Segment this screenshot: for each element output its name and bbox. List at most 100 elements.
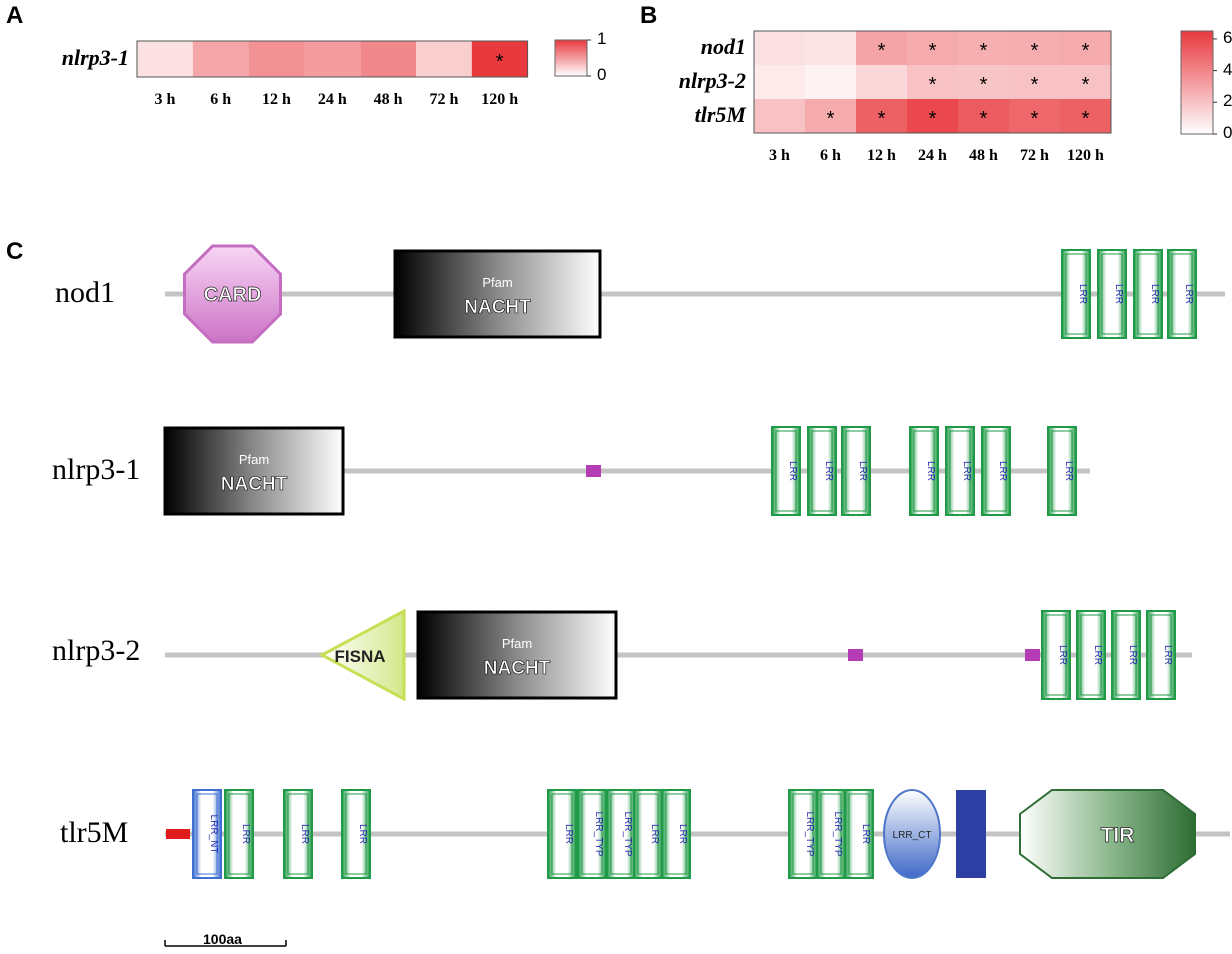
heatmap-row-label: nlrp3-1: [61, 45, 129, 70]
lrr-inner: [848, 793, 870, 875]
heatB-cell: [754, 31, 805, 65]
heatB-cell: [1060, 65, 1111, 99]
lrr-domain: LRR: [1133, 249, 1163, 339]
lrr-box: [1076, 610, 1106, 700]
lrr-box: [771, 426, 801, 516]
heatA-cell: [248, 41, 305, 77]
lrr-domain: LRR: [1097, 249, 1127, 339]
lrr-box: [1167, 249, 1197, 339]
heatB-border: [753, 30, 1112, 134]
lrr-label: LRR: [925, 461, 936, 481]
low-complexity-motif: [586, 465, 601, 477]
heatmap-column-tick: 6 h: [210, 91, 232, 108]
gene-name-label: nlrp3-2: [52, 634, 141, 667]
lrr-inner: [811, 430, 833, 512]
colorbar-tick-label: 2: [1223, 91, 1232, 111]
card-domain: CARD: [183, 244, 282, 344]
heatB-significance-star: *: [1082, 108, 1090, 130]
lrr-label: LRR: [997, 461, 1008, 481]
lrr-box: [341, 789, 371, 879]
lrr-box: [547, 789, 577, 879]
lrr-domain: LRR: [1167, 249, 1197, 339]
lrr-box: [1146, 610, 1176, 700]
heatmap-column-tick: 3 h: [769, 147, 790, 164]
pfam-label: Pfam: [239, 452, 269, 467]
lrr-label: LRR: [649, 824, 660, 844]
legend-b-colorbar: [1180, 30, 1214, 135]
heatmap-column-tick: 48 h: [969, 147, 998, 164]
heatmap-column-tick: 72 h: [429, 91, 459, 108]
colorbar-tick-label: 0: [1223, 123, 1232, 142]
heatB-cell: [907, 99, 958, 133]
lrr-inner: [792, 793, 814, 875]
lrr-domain: LRR: [1076, 610, 1106, 700]
lrr-inner: [610, 793, 632, 875]
lrr-domain: LRR_TYP: [788, 789, 818, 879]
heatA-significance-star: *: [496, 51, 504, 73]
heatB-cell: [1060, 99, 1111, 133]
heatmap-row-label: nlrp3-2: [678, 68, 746, 93]
heatB-cell: [1009, 31, 1060, 65]
lrr-label: LRR: [1162, 645, 1173, 665]
heatmap-column-tick: 72 h: [1020, 147, 1049, 164]
lrr-box: [909, 426, 939, 516]
lrr-inner: [551, 793, 573, 875]
heatB-significance-star: *: [980, 108, 988, 130]
lrr-label: LRR: [787, 461, 798, 481]
heatB-cell: [856, 31, 907, 65]
heatB-cell: [856, 65, 907, 99]
lrr-label: LRR: [1077, 284, 1088, 304]
lrr-inner: [1137, 253, 1159, 335]
scale-bar-label: 100aa: [203, 931, 242, 947]
lrr-box: [577, 789, 607, 879]
heatB-significance-star: *: [929, 40, 937, 62]
lrr-ct-domain: LRR_CT: [883, 789, 941, 879]
lrr-box: [1133, 249, 1163, 339]
panel-a-letter: A: [6, 2, 24, 29]
lrr-label: LRR: [1057, 645, 1068, 665]
heatB-cell: [856, 99, 907, 133]
heatB-cell: [805, 99, 856, 133]
heatB-cell: [907, 65, 958, 99]
lrr-domain: LRR: [1111, 610, 1141, 700]
heatB-significance-star: *: [980, 74, 988, 96]
low-complexity-motif: [1025, 649, 1040, 661]
tir-label: TIR: [1101, 824, 1135, 847]
lrr-label: LRR: [857, 461, 868, 481]
lrr-inner: [637, 793, 659, 875]
lrr-label: LRR: [1149, 284, 1160, 304]
heatmap-column-tick: 24 h: [918, 147, 947, 164]
fisna-domain: FISNA: [318, 608, 406, 702]
lrr-inner: [228, 793, 250, 875]
lrr-box: [224, 789, 254, 879]
heatB-significance-star: *: [1031, 74, 1039, 96]
lrr-box: [192, 789, 222, 879]
nacht-label: NACHT: [221, 474, 288, 495]
card-octagon: [183, 244, 282, 344]
heatB-cell: [1009, 65, 1060, 99]
lrr-label: LRR: [240, 824, 251, 844]
lrr-domain: LRR_TYP: [606, 789, 636, 879]
lrr-domain: LRR: [633, 789, 663, 879]
lrr-inner: [1150, 614, 1172, 696]
lrr-label: LRR: [1183, 284, 1194, 304]
heatmap-column-tick: 120 h: [1067, 147, 1104, 164]
lrr-inner: [196, 793, 218, 875]
heatB-cell: [958, 65, 1009, 99]
lrr-domain: LRR: [1041, 610, 1071, 700]
heatmap-column-tick: 24 h: [317, 91, 347, 108]
lrr-inner: [1101, 253, 1123, 335]
lrr-domain: LRR: [547, 789, 577, 879]
lrr-inner: [845, 430, 867, 512]
heatB-significance-star: *: [1031, 108, 1039, 130]
lrr-box: [841, 426, 871, 516]
colorbar-tick-label: 6: [1223, 27, 1232, 47]
lrr-inner: [985, 430, 1007, 512]
lrr-domain: LRR: [981, 426, 1011, 516]
heatmap-column-tick: 48 h: [373, 91, 403, 108]
